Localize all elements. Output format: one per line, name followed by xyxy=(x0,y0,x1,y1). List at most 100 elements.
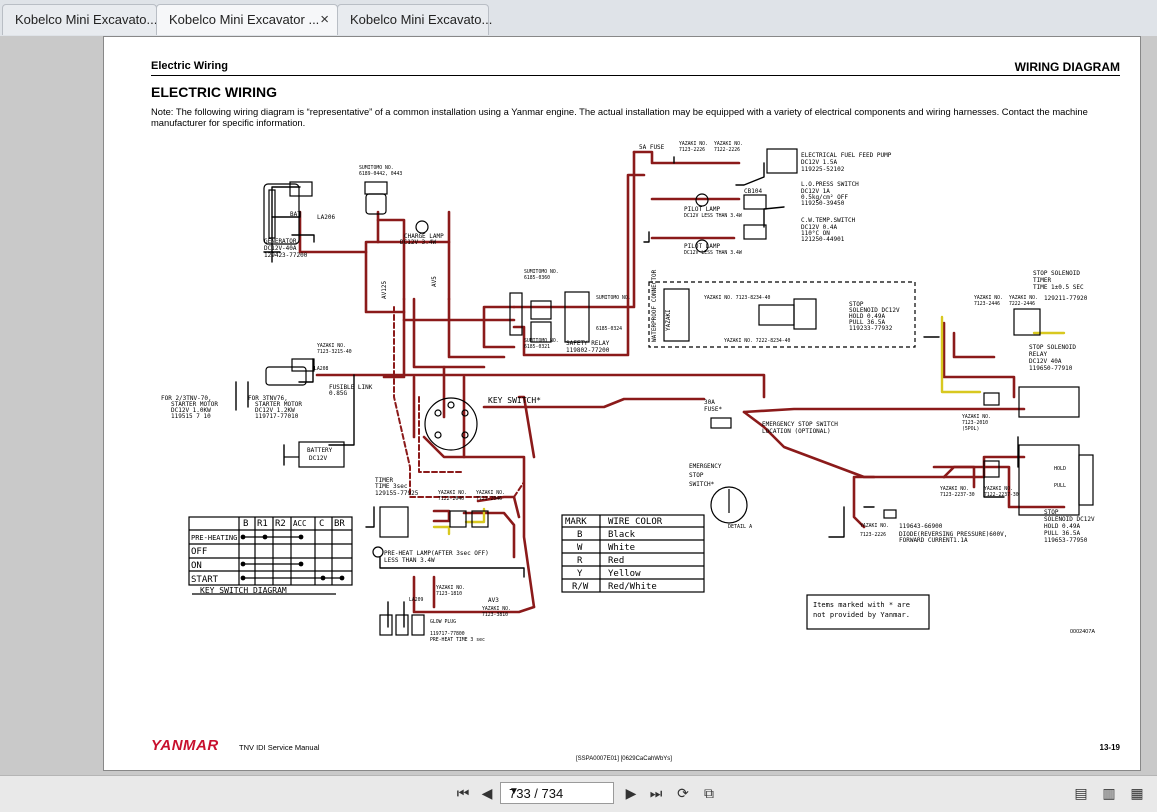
wc-header-color: WIRE COLOR xyxy=(608,517,663,527)
yazaki-d-label: YAZAKI NO. xyxy=(1009,295,1038,301)
pilot-lamp-1-spec: DC12V LESS THAN 3.4W xyxy=(684,213,742,219)
starter-left-spec: DC12V 1.0KW xyxy=(171,407,211,414)
generator-spec: DC12V-40A xyxy=(264,245,297,252)
yazaki-n-label: YAZAKI NO. xyxy=(940,486,969,492)
page-header-title: WIRING DIAGRAM xyxy=(1014,60,1120,74)
tab-label: Kobelco Mini Excavato... xyxy=(15,12,158,27)
lo-press-spec2: 0.5kg/cm² OFF xyxy=(801,194,848,201)
emergency-stop-switch-label2: STOP xyxy=(689,472,704,479)
key-switch-label: KEY SWITCH* xyxy=(488,396,541,405)
hold-label: HOLD xyxy=(1054,466,1066,472)
yazaki-h-no: 7123-2010 xyxy=(962,420,988,426)
av3-label: AV3 xyxy=(488,597,499,604)
emergency-stop-switch-label3: SWITCH* xyxy=(689,481,715,488)
fuel-pump-spec: DC12V 1.5A xyxy=(801,159,838,166)
timer-spec: TIME 1±0.5 SEC xyxy=(1033,284,1084,291)
starter-right-spec: DC12V 1.2KW xyxy=(255,407,295,414)
bat-label: BAT xyxy=(290,211,301,218)
lo-press-part: 119250-39450 xyxy=(801,200,845,207)
grid-view-icon[interactable]: ▦ xyxy=(1130,785,1144,801)
wc-color-rw: Red/White xyxy=(608,582,657,592)
lo-press-label: L.O.PRESS SWITCH xyxy=(801,181,859,188)
starter-left-part: 119515 7 10 xyxy=(171,413,211,420)
yazaki-c-label: YAZAKI NO. xyxy=(974,295,1003,301)
preheat-lamp-label: PRE-HEAT LAMP(AFTER 3sec OFF) xyxy=(384,550,489,557)
stop-solenoid-timer-label: STOP SOLENOID xyxy=(1033,270,1080,277)
wc-color-w: White xyxy=(608,543,635,553)
fuel-pump-part: 119225-52102 xyxy=(801,166,845,173)
starter-right-part: 119717-77010 xyxy=(255,413,299,420)
copy-icon[interactable]: ⧉ xyxy=(704,785,714,801)
page-number-select[interactable]: 733 / 734 ▼ xyxy=(500,782,614,804)
yazaki-f-label: YAZAKI NO. 7222-8234-40 xyxy=(724,338,791,344)
tab-label: Kobelco Mini Excavator ... xyxy=(169,12,320,27)
starter-left-label2: STARTER MOTOR xyxy=(171,401,218,408)
stop-solenoid-right-label3: HOLD 0.49A xyxy=(1044,523,1081,530)
fuel-pump-label: ELECTRICAL FUEL FEED PUMP xyxy=(801,152,892,159)
yazaki-i-label: YAZAKI NO. xyxy=(438,490,467,496)
stop-solenoid-right-label2: SOLENOID DC12V xyxy=(1044,516,1095,523)
rotate-icon[interactable]: ⟳ xyxy=(677,785,689,801)
preheat-lamp-spec: LESS THAN 3.4W xyxy=(384,557,435,564)
la208-label: LA208 xyxy=(314,366,329,372)
cw-temp-spec: DC12V 0.4A xyxy=(801,224,838,231)
last-page-icon[interactable]: ⏭ xyxy=(649,785,663,801)
next-page-icon[interactable]: ▶ xyxy=(625,785,637,801)
stop-sol-mid-part: 119233-77932 xyxy=(849,325,893,332)
starter-right-label2: STARTER MOTOR xyxy=(255,401,302,408)
emergency-stop-switch-label: EMERGENCY xyxy=(689,463,722,470)
starter-right-label: FOR 3TNV76, xyxy=(248,395,288,402)
yazaki-o-no: 7122-2237-30 xyxy=(984,492,1019,498)
timer-bl-part: 129155-77925 xyxy=(375,490,419,497)
timer-label: TIMER xyxy=(1033,277,1051,284)
generator-part: 129423-77200 xyxy=(264,252,308,259)
stop-solenoid-relay-label: STOP SOLENOID xyxy=(1029,344,1076,351)
yazaki-e-label: YAZAKI NO. 7123-8234-40 xyxy=(704,295,771,301)
battery-label: BATTERY xyxy=(307,447,333,454)
ks-col-br: BR xyxy=(334,519,345,529)
first-page-icon[interactable]: ⏮ xyxy=(456,785,470,801)
ks-col-b: B xyxy=(243,519,248,529)
page-title: ELECTRIC WIRING xyxy=(151,84,277,100)
ks-row-preheating: PRE-HEATING xyxy=(191,534,237,542)
viewer-toolbar: ⏮ ◀ 733 / 734 ▼ ▶ ⏭ ⟳ ⧉ ▤ ▥ ▦ xyxy=(0,775,1157,812)
yazaki-l-no: 7123-3810 xyxy=(482,612,508,618)
yazaki-i-no: 7122-2046 xyxy=(438,496,464,502)
relay-part: 119650-77910 xyxy=(1029,365,1073,372)
fuse-30a-label: 30A xyxy=(704,399,715,406)
fuse-5a-label: 5A FUSE xyxy=(639,144,665,151)
relay-spec: DC12V 40A xyxy=(1029,358,1062,365)
yazaki-l-label: YAZAKI NO. xyxy=(482,606,511,612)
document-viewer[interactable]: Electric Wiring WIRING DIAGRAM ELECTRIC … xyxy=(0,36,1157,775)
ks-col-c: C xyxy=(319,519,324,529)
la209-label: LA209 xyxy=(409,597,424,603)
wc-mark-rw: R/W xyxy=(572,582,589,592)
yazaki-h-label: YAZAKI NO. xyxy=(962,414,991,420)
close-icon[interactable]: × xyxy=(320,11,329,28)
emergency-stop-label2: LOCATION (OPTIONAL) xyxy=(762,428,831,435)
pull-label: PULL xyxy=(1054,483,1066,489)
tab-doc-1[interactable]: Kobelco Mini Excavato... xyxy=(2,4,157,35)
pilot-lamp-2-label: PILOT LAMP xyxy=(684,243,721,250)
wc-color-y: Yellow xyxy=(608,569,641,579)
sumitomo-low-label: SUMITOMO NO. xyxy=(524,338,559,344)
prev-page-icon[interactable]: ◀ xyxy=(481,785,493,801)
wiring-diagram: GENERATOR DC12V-40A 129423-77200 BAT LA2… xyxy=(161,141,1095,643)
stop-solenoid-right-label4: PULL 36.5A xyxy=(1044,530,1081,537)
tab-doc-2[interactable]: Kobelco Mini Excavator ... × xyxy=(156,4,338,35)
yazaki-c-no: 7123-2446 xyxy=(974,301,1000,307)
document-page: Electric Wiring WIRING DIAGRAM ELECTRIC … xyxy=(103,36,1141,771)
single-page-icon[interactable]: ▤ xyxy=(1074,785,1088,801)
tab-doc-3[interactable]: Kobelco Mini Excavato... xyxy=(337,4,492,35)
tab-bar: Kobelco Mini Excavato... Kobelco Mini Ex… xyxy=(0,0,1157,37)
yazaki-j-label: YAZAKI NO. xyxy=(476,490,505,496)
yazaki-m-label: YAZAKI NO. xyxy=(860,523,889,529)
sumitomo-relay-label: SUMITOMO NO. xyxy=(596,295,631,301)
two-page-icon[interactable]: ▥ xyxy=(1102,785,1116,801)
sumitomo-top-label: SUMITOMO NO. xyxy=(359,165,394,171)
items-note-line1: Items marked with * are xyxy=(813,601,910,609)
av125-label: AV125 xyxy=(381,281,388,299)
stop-solenoid-right-label: STOP xyxy=(1044,509,1059,516)
yanmar-logo: YANMAR xyxy=(151,737,219,754)
sumitomo-mid-label: SUMITOMO NO. xyxy=(524,269,559,275)
